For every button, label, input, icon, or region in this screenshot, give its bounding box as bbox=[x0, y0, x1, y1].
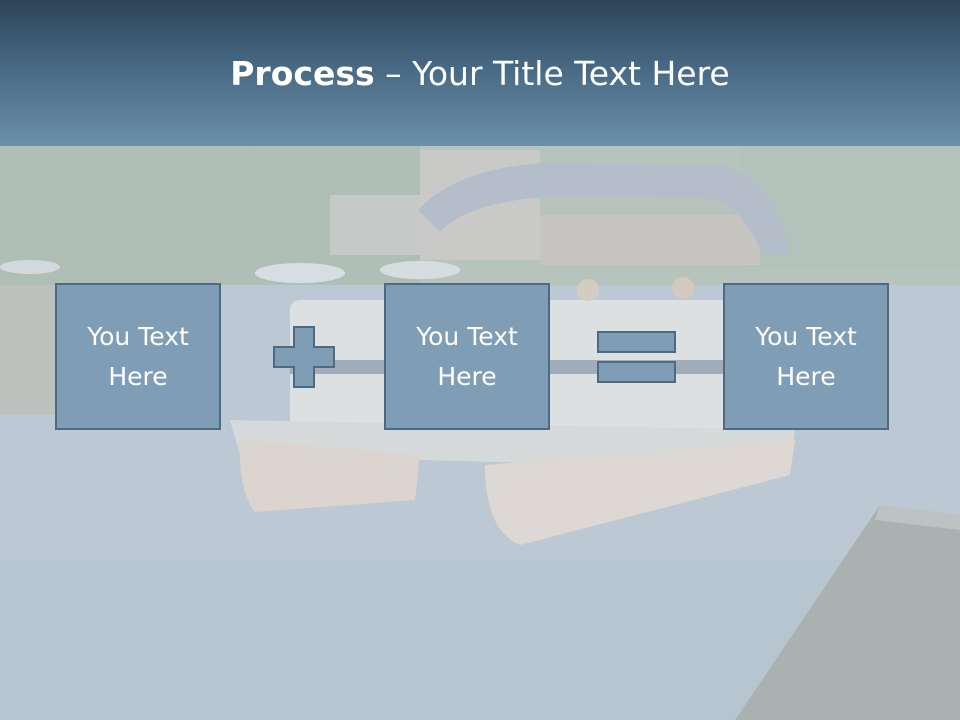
process-box-3[interactable]: You Text Here bbox=[723, 283, 889, 430]
title-bar: Process – Your Title Text Here bbox=[0, 0, 960, 146]
plus-icon bbox=[273, 326, 335, 388]
title-rest: – Your Title Text Here bbox=[374, 54, 730, 93]
equals-icon bbox=[597, 331, 676, 383]
slide-title: Process – Your Title Text Here bbox=[0, 52, 960, 96]
title-bold: Process bbox=[230, 54, 375, 93]
process-box-2-text: You Text Here bbox=[416, 321, 518, 391]
process-box-3-text: You Text Here bbox=[755, 321, 857, 391]
process-box-2[interactable]: You Text Here bbox=[384, 283, 550, 430]
process-box-1-text: You Text Here bbox=[87, 321, 189, 391]
process-box-1[interactable]: You Text Here bbox=[55, 283, 221, 430]
